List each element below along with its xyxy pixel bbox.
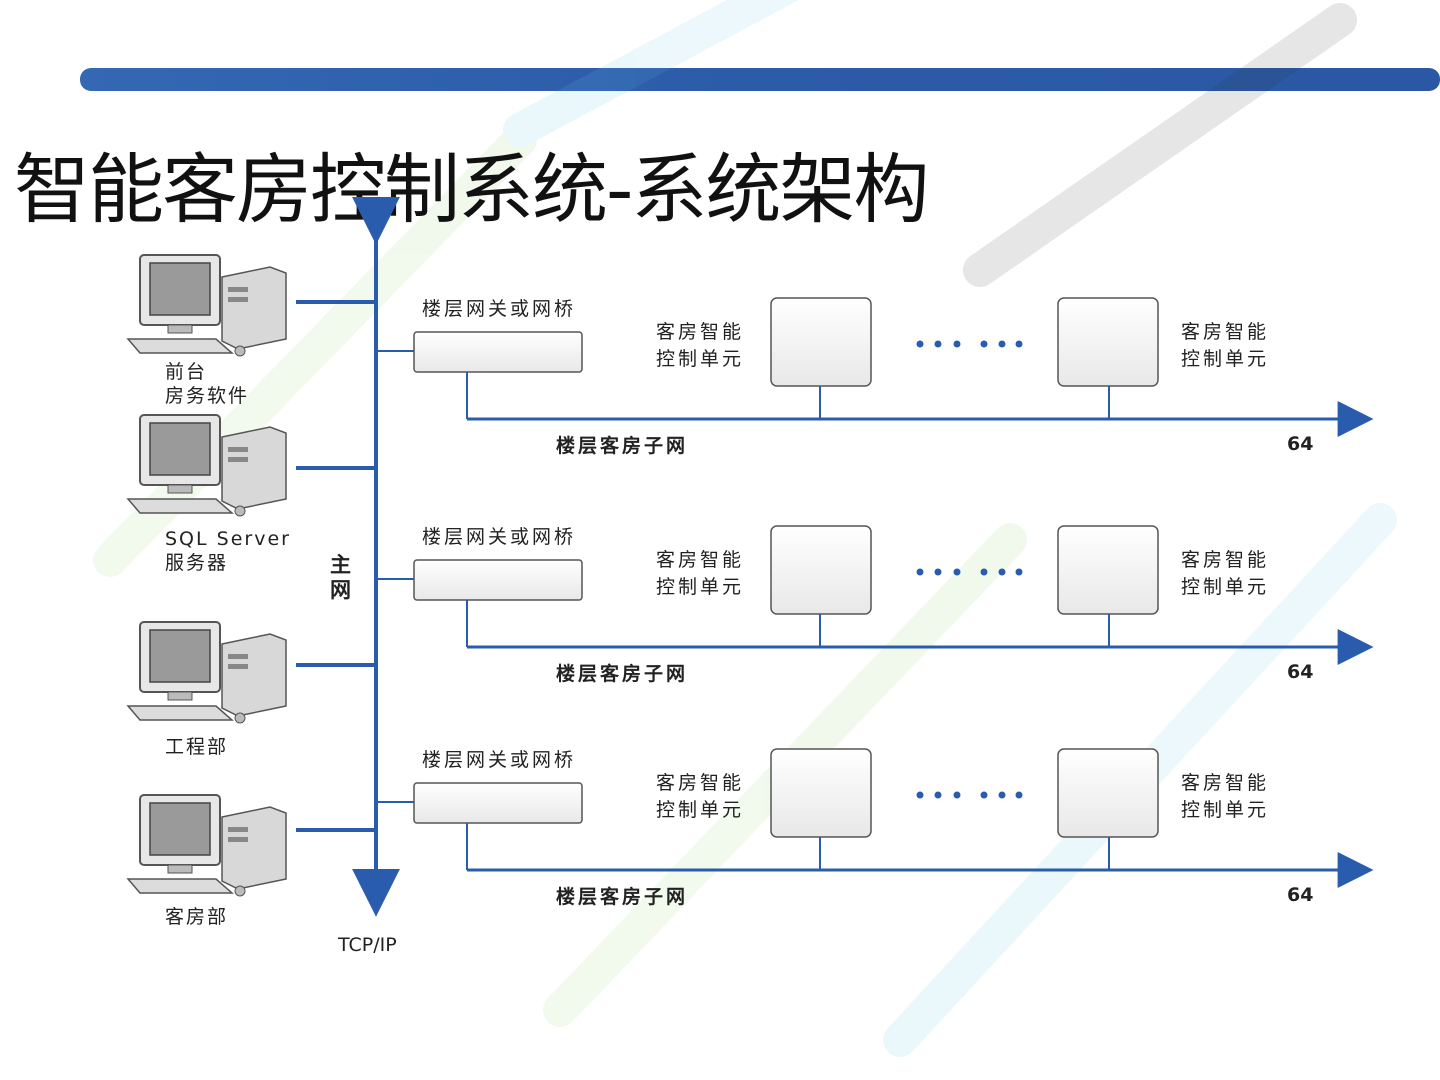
slide-title: 智能客房控制系统-系统架构	[14, 145, 929, 234]
ellipsis-dot	[1015, 340, 1023, 348]
ellipsis-dot	[953, 568, 961, 576]
room-unit-box	[1057, 525, 1159, 615]
gateway-box	[413, 331, 583, 373]
ellipsis-dot	[916, 340, 924, 348]
room-unit-label: 客房智能控制单元	[656, 549, 745, 598]
tower-drive	[228, 287, 248, 292]
desktop-computer-icon	[126, 414, 287, 517]
mouse	[234, 712, 246, 724]
ellipsis-dot	[934, 791, 942, 799]
ellipsis-dot	[980, 568, 988, 576]
desktop-computer-icon	[126, 254, 287, 357]
room-unit-box	[770, 297, 872, 387]
tower	[221, 426, 287, 510]
room-unit-box	[770, 748, 872, 838]
unit-count-label: 64	[1287, 661, 1314, 683]
monitor-screen	[149, 629, 211, 683]
unit-count-label: 64	[1287, 433, 1314, 455]
tower-drive	[228, 837, 248, 842]
tower	[221, 806, 287, 890]
monitor-stand	[167, 484, 193, 494]
monitor-stand	[167, 864, 193, 874]
workstation-label: 客房部	[165, 906, 229, 928]
mouse	[234, 885, 246, 897]
workstation-group	[126, 254, 376, 897]
monitor-screen	[149, 422, 211, 476]
tower-drive	[228, 297, 248, 302]
floor-group	[376, 297, 1374, 888]
monitor-screen	[149, 262, 211, 316]
room-unit-label: 客房智能控制单元	[656, 772, 745, 821]
floor-subnet	[376, 297, 1374, 437]
floor-subnet	[376, 748, 1374, 888]
keyboard	[126, 338, 234, 354]
workstation-label: 工程部	[165, 736, 229, 758]
protocol-label: TCP/IP	[338, 934, 397, 956]
room-unit-label: 客房智能控制单元	[1181, 321, 1270, 370]
keyboard	[126, 498, 234, 514]
room-unit-box	[1057, 748, 1159, 838]
ellipsis-dot	[1015, 568, 1023, 576]
gateway-box	[413, 559, 583, 601]
room-unit-box	[770, 525, 872, 615]
room-unit-label: 客房智能控制单元	[656, 321, 745, 370]
keyboard	[126, 705, 234, 721]
mouse	[234, 505, 246, 517]
ellipsis-dot	[980, 791, 988, 799]
floor-subnet	[376, 525, 1374, 665]
desktop-computer-icon	[126, 621, 287, 724]
monitor-stand	[167, 691, 193, 701]
workstation-label: 前台房务软件	[165, 361, 250, 407]
ellipsis-dot	[953, 340, 961, 348]
tower-drive	[228, 447, 248, 452]
ellipsis-dot	[998, 791, 1006, 799]
tower-drive	[228, 654, 248, 659]
gateway-label: 楼层网关或网桥	[422, 749, 577, 771]
room-unit-label: 客房智能控制单元	[1181, 549, 1270, 598]
subnet-label: 楼层客房子网	[556, 663, 689, 685]
subnet-label: 楼层客房子网	[556, 886, 689, 908]
monitor-stand	[167, 324, 193, 334]
tower	[221, 266, 287, 350]
ellipsis-dot	[998, 568, 1006, 576]
tower-drive	[228, 827, 248, 832]
keyboard	[126, 878, 234, 894]
tower	[221, 633, 287, 717]
subnet-label: 楼层客房子网	[556, 435, 689, 457]
room-unit-label: 客房智能控制单元	[1181, 772, 1270, 821]
ellipsis-dot	[916, 791, 924, 799]
backbone-label: 主网	[330, 553, 351, 602]
mouse	[234, 345, 246, 357]
tower-drive	[228, 664, 248, 669]
unit-count-label: 64	[1287, 884, 1314, 906]
gateway-label: 楼层网关或网桥	[422, 298, 577, 320]
monitor-screen	[149, 802, 211, 856]
ellipsis-dot	[934, 568, 942, 576]
tower-drive	[228, 457, 248, 462]
ellipsis-dot	[934, 340, 942, 348]
ellipsis-dot	[1015, 791, 1023, 799]
gateway-label: 楼层网关或网桥	[422, 526, 577, 548]
ellipsis-dot	[980, 340, 988, 348]
ellipsis-dot	[916, 568, 924, 576]
desktop-computer-icon	[126, 794, 287, 897]
gateway-box	[413, 782, 583, 824]
room-unit-box	[1057, 297, 1159, 387]
ellipsis-dot	[953, 791, 961, 799]
ellipsis-dot	[998, 340, 1006, 348]
header-bar	[80, 68, 1440, 91]
